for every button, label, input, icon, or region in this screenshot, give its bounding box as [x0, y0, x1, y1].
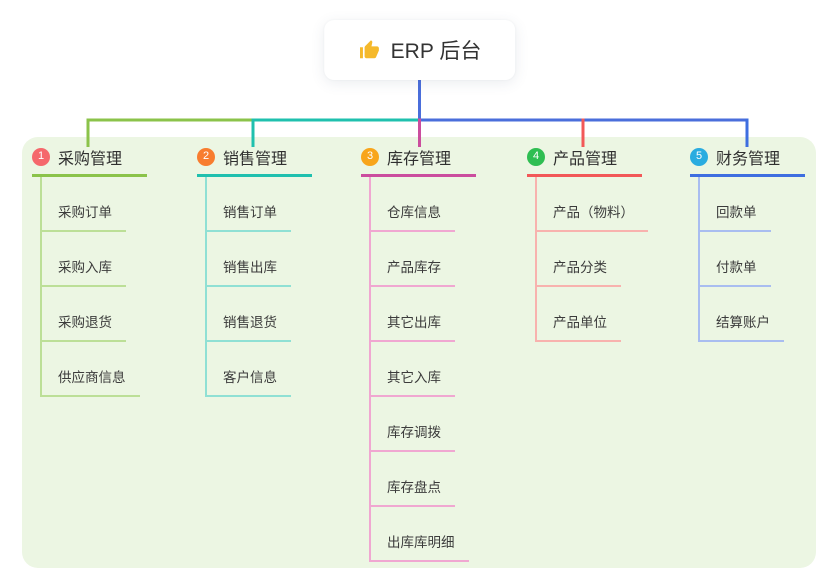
branch-column-3: 3 库存管理 仓库信息 产品库存 其它出库 其它入库 库存调拨 库存盘点 出库库… — [361, 146, 476, 562]
branch-number-badge: 4 — [527, 147, 545, 166]
leaf-node[interactable]: 采购订单 — [40, 177, 126, 232]
branch-node-inventory[interactable]: 3 库存管理 — [361, 146, 476, 177]
branch-number-badge: 2 — [197, 147, 215, 166]
branch-column-5: 5 财务管理 回款单 付款单 结算账户 — [690, 146, 805, 342]
leaf-node[interactable]: 库存调拨 — [369, 397, 455, 452]
branch-number-badge: 5 — [690, 147, 708, 166]
branch-node-purchase[interactable]: 1 采购管理 — [32, 146, 147, 177]
branch-node-product[interactable]: 4 产品管理 — [527, 146, 642, 177]
leaf-node[interactable]: 其它入库 — [369, 342, 455, 397]
branch-items: 产品（物料） 产品分类 产品单位 — [535, 177, 648, 342]
branch-label: 财务管理 — [716, 150, 781, 168]
leaf-node[interactable]: 库存盘点 — [369, 452, 455, 507]
branch-number-badge: 3 — [361, 147, 379, 166]
branch-items: 销售订单 销售出库 销售退货 客户信息 — [205, 177, 312, 397]
leaf-node[interactable]: 产品单位 — [535, 287, 621, 342]
branch-number-badge: 1 — [32, 147, 50, 166]
leaf-node[interactable]: 采购入库 — [40, 232, 126, 287]
leaf-node[interactable]: 其它出库 — [369, 287, 455, 342]
thumbs-up-icon — [358, 39, 380, 61]
leaf-node[interactable]: 仓库信息 — [369, 177, 455, 232]
leaf-node[interactable]: 产品库存 — [369, 232, 455, 287]
branch-label: 库存管理 — [387, 150, 452, 168]
branch-items: 回款单 付款单 结算账户 — [698, 177, 805, 342]
leaf-node[interactable]: 供应商信息 — [40, 342, 140, 397]
branch-items: 仓库信息 产品库存 其它出库 其它入库 库存调拨 库存盘点 出库库明细 — [369, 177, 476, 562]
branch-label: 销售管理 — [223, 150, 288, 168]
leaf-node[interactable]: 采购退货 — [40, 287, 126, 342]
leaf-node[interactable]: 回款单 — [698, 177, 771, 232]
branch-label: 采购管理 — [58, 150, 123, 168]
branch-vertical-line — [369, 177, 371, 562]
leaf-node[interactable]: 销售订单 — [205, 177, 291, 232]
root-title: ERP 后台 — [390, 40, 482, 63]
mindmap-canvas — [22, 137, 816, 568]
leaf-node[interactable]: 产品（物料） — [535, 177, 648, 232]
leaf-node[interactable]: 出库库明细 — [369, 507, 469, 562]
branch-node-finance[interactable]: 5 财务管理 — [690, 146, 805, 177]
branch-vertical-line — [205, 177, 207, 397]
leaf-node[interactable]: 结算账户 — [698, 287, 784, 342]
branch-column-1: 1 采购管理 采购订单 采购入库 采购退货 供应商信息 — [32, 146, 147, 397]
branch-vertical-line — [40, 177, 42, 397]
leaf-node[interactable]: 销售退货 — [205, 287, 291, 342]
leaf-node[interactable]: 产品分类 — [535, 232, 621, 287]
leaf-node[interactable]: 付款单 — [698, 232, 771, 287]
leaf-node[interactable]: 客户信息 — [205, 342, 291, 397]
branch-column-2: 2 销售管理 销售订单 销售出库 销售退货 客户信息 — [197, 146, 312, 397]
branch-vertical-line — [698, 177, 700, 342]
root-node[interactable]: ERP 后台 — [323, 20, 516, 80]
branch-items: 采购订单 采购入库 采购退货 供应商信息 — [40, 177, 147, 397]
leaf-node[interactable]: 销售出库 — [205, 232, 291, 287]
branch-node-sales[interactable]: 2 销售管理 — [197, 146, 312, 177]
branch-label: 产品管理 — [553, 150, 618, 168]
branch-vertical-line — [535, 177, 537, 342]
branch-column-4: 4 产品管理 产品（物料） 产品分类 产品单位 — [527, 146, 648, 342]
